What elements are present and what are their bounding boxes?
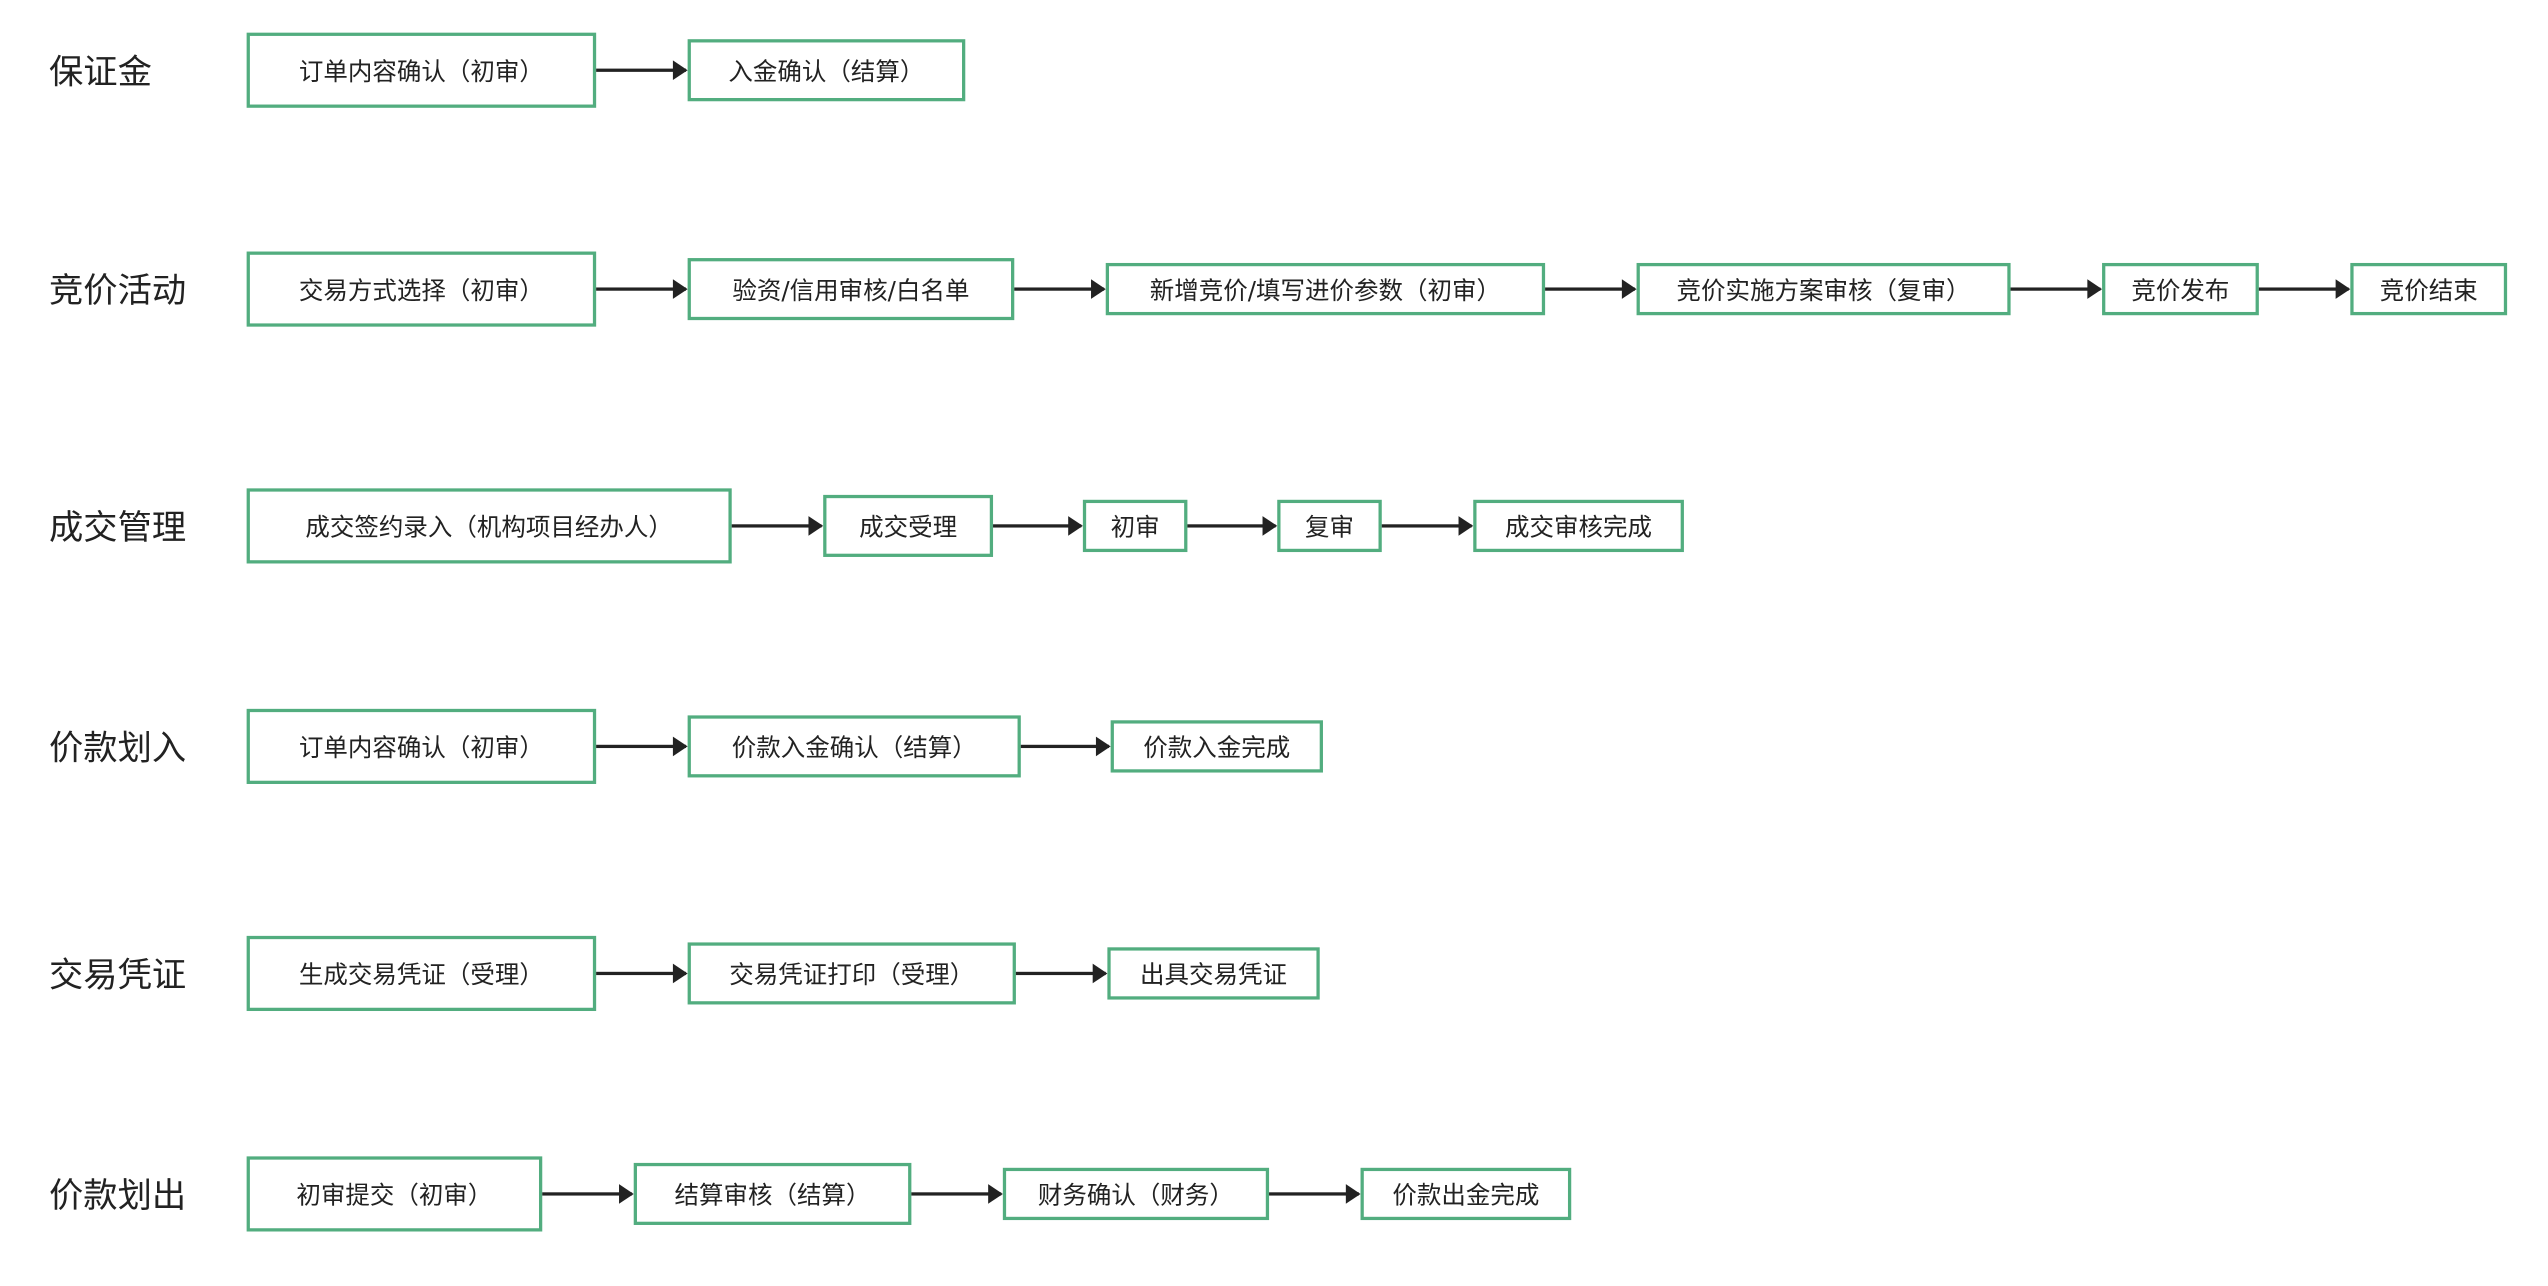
arrow-connector — [596, 736, 688, 757]
arrow-connector — [1187, 516, 1278, 536]
flow-step-box[interactable]: 财务确认（财务） — [1002, 1167, 1270, 1221]
arrow-connector — [1014, 279, 1106, 299]
flow-step-box[interactable]: 竞价发布 — [2102, 262, 2259, 316]
arrow-connector — [1020, 736, 1111, 757]
flow-step-box[interactable]: 价款入金确认（结算） — [687, 715, 1021, 778]
row-label: 保证金 — [48, 52, 152, 92]
flow-step-box[interactable]: 初审提交（初审） — [246, 1156, 543, 1232]
arrow-connector — [731, 516, 824, 536]
row-label: 价款划出 — [48, 1175, 187, 1216]
flow-step-box[interactable]: 成交审核完成 — [1473, 499, 1684, 553]
flow-step-box[interactable]: 成交签约录入（机构项目经办人） — [246, 488, 732, 564]
flow-step-box[interactable]: 订单内容确认（初审） — [246, 32, 597, 108]
row-label: 成交管理 — [48, 507, 187, 548]
flow-step-box[interactable]: 竞价结束 — [2350, 262, 2508, 316]
flow-step-box[interactable]: 结算审核（结算） — [633, 1162, 912, 1225]
flow-step-box[interactable]: 交易凭证打印（受理） — [687, 942, 1016, 1005]
flow-step-box[interactable]: 验资/信用审核/白名单 — [687, 258, 1015, 321]
flow-step-box[interactable]: 生成交易凭证（受理） — [246, 935, 597, 1012]
arrow-connector — [1015, 963, 1108, 984]
flow-step-box[interactable]: 交易方式选择（初审） — [246, 251, 597, 327]
arrow-connector — [596, 963, 688, 984]
flow-step-box[interactable]: 初审 — [1082, 499, 1188, 553]
arrow-connector — [596, 279, 688, 299]
flow-step-box[interactable]: 出具交易凭证 — [1107, 947, 1320, 1000]
arrow-connector — [2258, 279, 2351, 299]
flow-step-box[interactable]: 价款入金完成 — [1110, 720, 1323, 773]
row-label: 价款划入 — [48, 728, 187, 768]
arrow-connector — [2010, 279, 2103, 299]
arrow-connector — [542, 1184, 634, 1204]
flow-step-box[interactable]: 新增竞价/填写进价参数（初审） — [1105, 262, 1546, 316]
arrow-connector — [1381, 516, 1474, 536]
arrow-connector — [993, 516, 1083, 536]
row-label: 交易凭证 — [48, 955, 187, 995]
row-label: 竞价活动 — [48, 271, 187, 311]
flow-step-box[interactable]: 入金确认（结算） — [687, 39, 966, 102]
arrow-connector — [596, 60, 688, 81]
flow-step-box[interactable]: 成交受理 — [823, 494, 994, 557]
flow-step-box[interactable]: 价款出金完成 — [1360, 1167, 1572, 1221]
flow-step-box[interactable]: 复审 — [1277, 499, 1382, 553]
arrow-connector — [1269, 1184, 1361, 1204]
arrow-connector — [1545, 279, 1637, 299]
flow-step-box[interactable]: 订单内容确认（初审） — [246, 708, 597, 784]
flow-step-box[interactable]: 竞价实施方案审核（复审） — [1636, 262, 2011, 316]
arrow-connector — [911, 1184, 1003, 1204]
